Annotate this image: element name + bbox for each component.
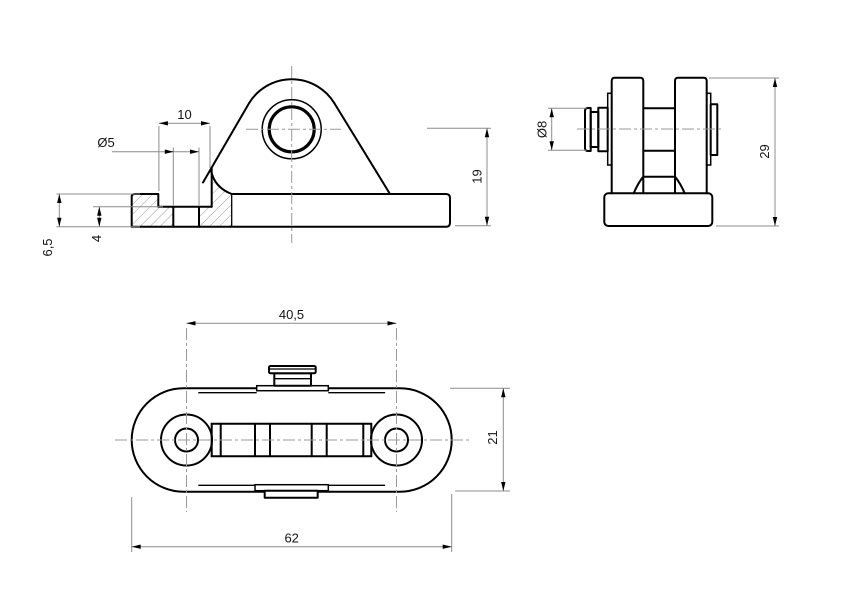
stadium-outline: [130, 387, 453, 493]
dim-label-hole-diameter: Ø5: [97, 135, 114, 150]
dim-arrow: [97, 206, 102, 216]
dim-arrow: [549, 108, 554, 118]
gusset-fillet-arc: [210, 169, 233, 195]
side-view: Ø8 29: [535, 76, 779, 228]
dim-arrow: [484, 216, 490, 226]
front-view: 10 Ø5 19 6,5 4: [40, 66, 491, 257]
dim-arrow: [97, 217, 102, 227]
dim-arrow: [442, 544, 452, 549]
dim-arrow: [387, 321, 397, 326]
pin-end-cap: [709, 103, 719, 157]
dim-arrow: [131, 544, 141, 549]
hatch-region: [199, 170, 232, 227]
side-left-column: [610, 76, 645, 195]
dim-arrow: [501, 482, 506, 491]
side-base-outline: [603, 192, 714, 228]
lug-left-slant: [202, 102, 251, 184]
dim-arrow: [186, 321, 196, 326]
pin-neck-top: [273, 372, 312, 387]
dim-label-step-depth: 4: [89, 235, 104, 242]
dim-arrow: [501, 388, 506, 398]
dim-arrow: [57, 194, 62, 203]
pin-head: [584, 107, 592, 152]
gusset-flare: [632, 175, 645, 195]
dim-label-counterbore-width: 10: [177, 107, 191, 122]
dim-arrow: [772, 217, 778, 226]
dim-label-pin-diameter: Ø8: [535, 121, 550, 138]
dim-label-overall-length: 62: [284, 531, 298, 546]
dim-label-hole-spacing: 40,5: [279, 307, 304, 322]
dim-arrow: [549, 141, 554, 151]
front-base-outline: [130, 193, 451, 228]
top-view: 40,5 21 62: [115, 307, 510, 552]
dim-label-overall-height: 29: [757, 144, 772, 158]
lug-right-slant: [333, 102, 391, 195]
dim-arrow: [158, 121, 168, 126]
hatch-region: [131, 194, 159, 227]
dim-arrow: [772, 78, 778, 87]
hatch-region: [158, 206, 174, 227]
dim-label-overall-depth: 21: [485, 430, 500, 444]
dim-arrow: [164, 149, 174, 154]
dim-arrow: [57, 217, 62, 227]
dim-arrow: [190, 149, 199, 154]
dim-label-base-thickness: 6,5: [40, 238, 55, 256]
dim-arrow: [484, 128, 490, 138]
gusset-flare: [674, 175, 686, 195]
side-right-column: [674, 76, 708, 195]
dim-label-center-height: 19: [470, 169, 485, 183]
pin-cap-bottom: [263, 489, 319, 499]
dim-arrow: [201, 121, 210, 126]
lug-top-arc: [248, 78, 336, 105]
